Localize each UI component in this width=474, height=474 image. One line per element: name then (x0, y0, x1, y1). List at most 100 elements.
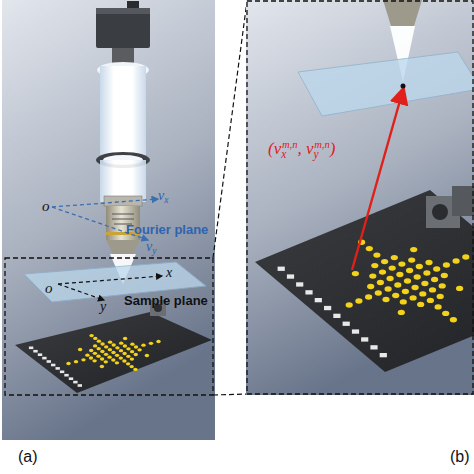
panel-label: (a) (18, 449, 38, 465)
axis-origin: o (42, 199, 50, 214)
led (382, 297, 389, 302)
led (379, 269, 386, 274)
led (417, 302, 424, 307)
led (412, 285, 419, 290)
led (111, 351, 115, 354)
led (389, 265, 396, 270)
led (406, 268, 413, 273)
connector-pin (33, 350, 37, 353)
connector-pin (51, 364, 55, 367)
led (111, 358, 115, 361)
led (130, 365, 134, 368)
led (414, 274, 421, 279)
led (435, 304, 442, 309)
connector-pin (343, 322, 350, 326)
led (85, 354, 89, 357)
led (100, 357, 104, 360)
light-beam (100, 160, 146, 196)
connector-pin (60, 371, 64, 374)
led (408, 257, 415, 262)
led (404, 278, 411, 283)
led (122, 352, 126, 355)
led (108, 341, 112, 344)
led (439, 283, 446, 288)
connector-pin (305, 290, 312, 294)
connector-pin (42, 357, 46, 360)
led (156, 340, 160, 343)
axis-label: vx (158, 189, 168, 203)
led (81, 358, 85, 361)
led-array (278, 240, 470, 358)
led (442, 311, 449, 316)
coordinate-label: (vxm,n, vym,n) (268, 140, 335, 157)
connector-pin (69, 377, 73, 380)
led (421, 281, 428, 286)
connector-pin (78, 384, 82, 387)
led (93, 337, 97, 340)
led (89, 334, 93, 337)
led (456, 286, 463, 291)
connector-pin (287, 274, 294, 278)
led (78, 348, 82, 351)
led (433, 266, 440, 271)
led (398, 310, 405, 315)
led (100, 342, 104, 345)
led (427, 298, 434, 303)
camera-body (96, 8, 150, 48)
led (115, 354, 119, 357)
plane-label: Sample plane (124, 294, 208, 307)
zoom-panel-border (247, 1, 473, 394)
led (134, 345, 138, 348)
led (416, 264, 423, 269)
led (145, 354, 149, 357)
axis-y (58, 284, 104, 300)
led (437, 294, 444, 299)
led (100, 350, 104, 353)
led (366, 246, 373, 251)
connector-pin (47, 360, 51, 363)
led (66, 362, 70, 365)
camera-mount (112, 48, 134, 64)
axis-vx (52, 199, 158, 207)
led (391, 255, 398, 260)
led (108, 348, 112, 351)
objective-marking (112, 219, 134, 220)
led (375, 290, 382, 295)
led (419, 291, 426, 296)
connector-pin (315, 298, 322, 302)
led (115, 361, 119, 364)
led (137, 348, 141, 351)
axis-origin: o (45, 281, 53, 296)
glass-slide (298, 52, 474, 116)
led (371, 263, 378, 268)
led (429, 287, 436, 292)
pupil-point (401, 84, 406, 89)
led (119, 356, 123, 359)
connector-pin (361, 337, 368, 341)
connector-pin (324, 306, 331, 310)
illumination-arrow (352, 90, 403, 270)
led (134, 353, 138, 356)
led (126, 355, 130, 358)
led (74, 360, 78, 363)
connector-pin (29, 347, 33, 350)
led (149, 342, 153, 345)
led (385, 286, 392, 291)
camera-top (96, 8, 150, 14)
led (119, 349, 123, 352)
connector-pin (38, 353, 42, 356)
connector-pin (278, 267, 285, 271)
led (126, 347, 130, 350)
led (450, 317, 457, 322)
led (89, 349, 93, 352)
led (104, 360, 108, 363)
led (387, 276, 394, 281)
panel-background (2, 0, 215, 440)
connector-pin (380, 353, 387, 357)
zoom-line (213, 394, 247, 395)
led (130, 343, 134, 346)
led (93, 344, 97, 347)
led (352, 271, 359, 276)
